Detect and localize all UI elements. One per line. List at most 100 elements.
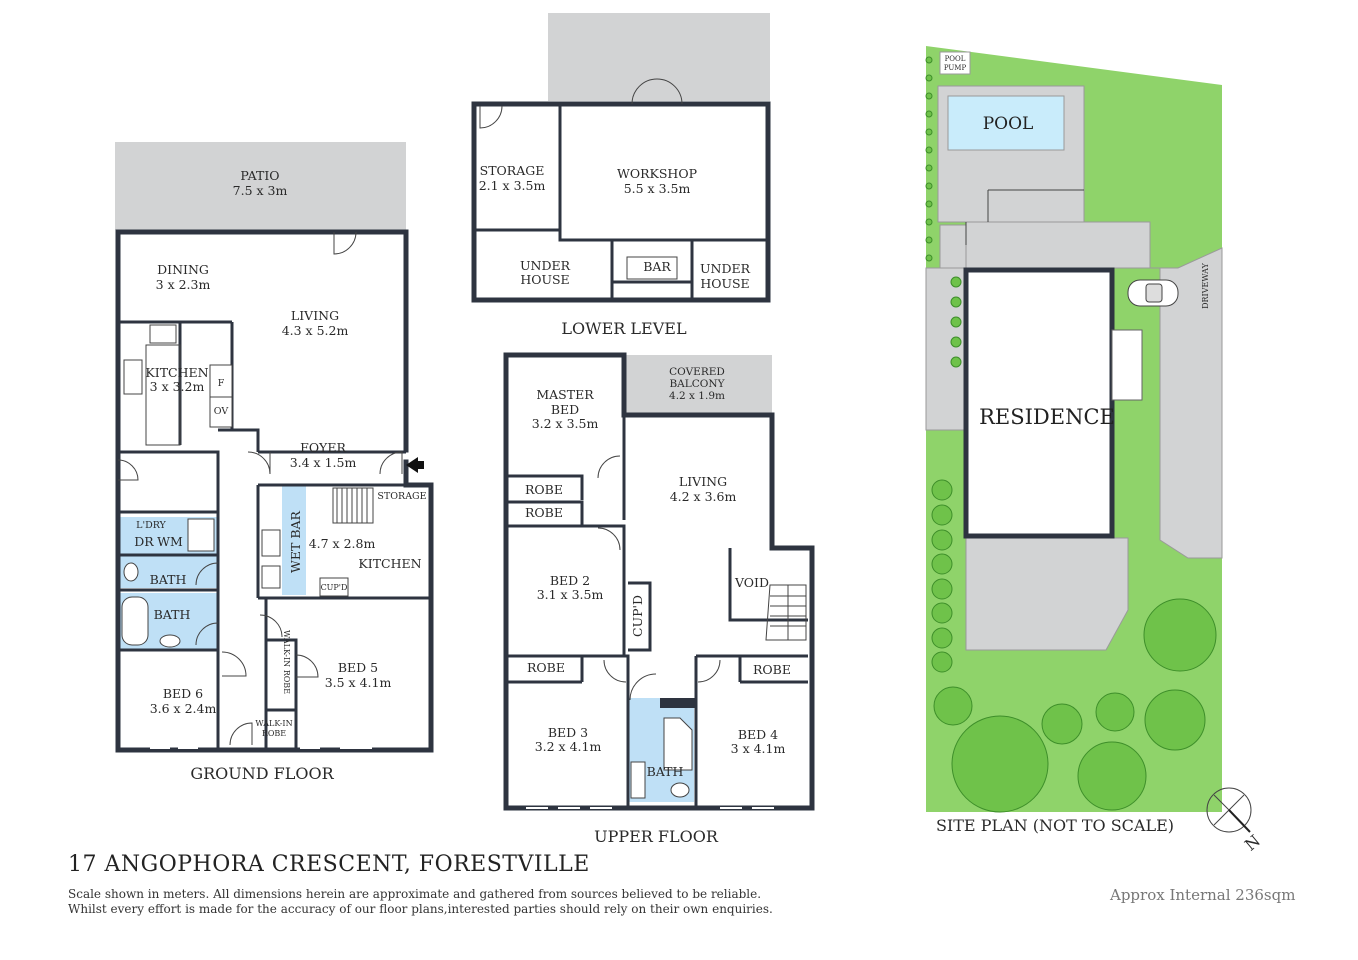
cooktop-icon: [149, 324, 177, 344]
cupd-label: CUP'D: [321, 583, 348, 592]
disclaimer-line-2: Whilst every effort is made for the accu…: [68, 902, 773, 916]
void-label: VOID: [734, 575, 769, 590]
side-path: [925, 267, 967, 431]
living-size: 4.3 x 5.2m: [282, 323, 349, 338]
wet-bar-label: WET BAR: [288, 510, 303, 572]
shrubs-column: [931, 479, 953, 673]
upper-floor-label: UPPER FLOOR: [594, 827, 719, 846]
master-bed-line2: BED: [551, 402, 579, 417]
upper-basin-icon: [630, 761, 646, 799]
kitchen-size: 3 x 3.2m: [150, 379, 205, 394]
bath-wall-block: [660, 698, 696, 708]
bed3-door-icon: [603, 659, 627, 683]
lower-outer-wall: [471, 101, 771, 303]
cupboard-box: [319, 577, 349, 597]
covered-balcony-area: [626, 355, 772, 413]
bed3-name: BED 3: [548, 725, 588, 740]
under-house-2-line2: HOUSE: [700, 276, 749, 291]
lower-storage-size: 2.1 x 3.5m: [479, 178, 546, 193]
kitchen2-cooktop-icon: [261, 565, 281, 589]
disclaimer-line-1: Scale shown in meters. All dimensions he…: [68, 887, 762, 901]
bed2-door-icon: [597, 527, 621, 551]
balcony-size: 4.2 x 1.9m: [669, 390, 725, 402]
compass-north-label: N: [1241, 831, 1264, 855]
kitchen2-size: 4.7 x 2.8m: [309, 536, 376, 551]
lower-covered-area: [548, 13, 770, 101]
kitchen-bench: [145, 344, 181, 446]
rear-paving: [965, 537, 1129, 651]
master-bed-line1: MASTER: [536, 387, 594, 402]
robe-door-icon: [295, 654, 319, 678]
bath1-label: BATH: [150, 572, 187, 587]
bed5-name: BED 5: [338, 660, 378, 675]
under-house-1-line2: HOUSE: [520, 272, 569, 287]
bar-label: BAR: [643, 259, 671, 274]
basin-icon: [159, 634, 181, 648]
ground-outer-wall: [115, 229, 434, 753]
oven-label: OV: [214, 406, 229, 417]
bed2-name: BED 2: [550, 573, 590, 588]
bathtub-icon: [121, 596, 149, 646]
driveway-label: DRIVEWAY: [1201, 262, 1210, 308]
approx-area: Approx Internal 236sqm: [1110, 886, 1296, 904]
shower-icon: [187, 518, 215, 552]
large-trees: [933, 598, 1217, 813]
upper-living-name: LIVING: [679, 474, 727, 489]
pool-pump-line2: PUMP: [944, 64, 967, 72]
compass-icon: [1206, 787, 1252, 833]
pool-label: POOL: [983, 114, 1034, 134]
bath2-door-icon: [195, 622, 219, 646]
foyer-name: FOYER: [300, 440, 346, 455]
upper-bath-label: BATH: [647, 764, 684, 779]
bed2-size: 3.1 x 3.5m: [537, 587, 604, 602]
entry-arrow-icon: [406, 457, 424, 473]
patio-name: PATIO: [240, 168, 279, 183]
hedge-shrubs: [925, 56, 962, 368]
washing-machine-label: WM: [157, 534, 183, 549]
property-title: 17 ANGOPHORA CRESCENT, FORESTVILLE: [68, 852, 590, 877]
lower-level-label: LOWER LEVEL: [561, 319, 687, 338]
dining-name: DINING: [157, 262, 209, 277]
master-door-icon: [597, 455, 621, 479]
under-house-2-line1: UNDER: [700, 261, 751, 276]
storage-door-icon: [479, 105, 503, 129]
balcony-line2: BALCONY: [669, 378, 725, 390]
pool-area: [947, 95, 1065, 151]
workshop-name: WORKSHOP: [617, 166, 697, 181]
ground-stairs-icon: [332, 487, 374, 524]
storage-label: STORAGE: [377, 491, 426, 502]
bath-door-icon: [629, 673, 657, 701]
lower-level-plan: [471, 13, 771, 303]
ground-floor-label: GROUND FLOOR: [190, 764, 334, 783]
robe4-label: ROBE: [753, 662, 791, 677]
oven-box: [209, 396, 233, 428]
residence-label: RESIDENCE: [979, 405, 1115, 429]
side-paving: [939, 224, 967, 269]
dryer-label: DR: [134, 534, 154, 549]
bed3-size: 3.2 x 4.1m: [535, 739, 602, 754]
dining-size: 3 x 2.3m: [156, 277, 211, 292]
upper-toilet-icon: [670, 782, 690, 798]
bed4-name: BED 4: [738, 727, 778, 742]
upper-interior-walls: [506, 415, 808, 808]
lower-storage-name: STORAGE: [480, 163, 545, 178]
foyer-size: 3.4 x 1.5m: [290, 455, 357, 470]
robe3-label: ROBE: [527, 660, 565, 675]
driveway-paving: [1118, 247, 1223, 559]
patio-size: 7.5 x 3m: [233, 183, 288, 198]
robe1-label: ROBE: [525, 482, 563, 497]
bar-counter: [626, 256, 678, 280]
kitchen-sink-icon: [123, 359, 143, 395]
bed6-door-icon: [221, 651, 247, 677]
residence-stairs: [1111, 329, 1143, 401]
kitchen2-name: KITCHEN: [358, 556, 421, 571]
lower-interior-walls: [474, 104, 768, 300]
walkin-robe-line2: ROBE: [262, 729, 286, 738]
workshop-double-door-icon: [631, 78, 683, 105]
bath2-label: BATH: [154, 607, 191, 622]
wetbar-sink-icon: [261, 529, 281, 557]
bed4-door-icon: [697, 659, 721, 683]
bed6-name: BED 6: [163, 686, 203, 701]
living-name: LIVING: [291, 308, 339, 323]
